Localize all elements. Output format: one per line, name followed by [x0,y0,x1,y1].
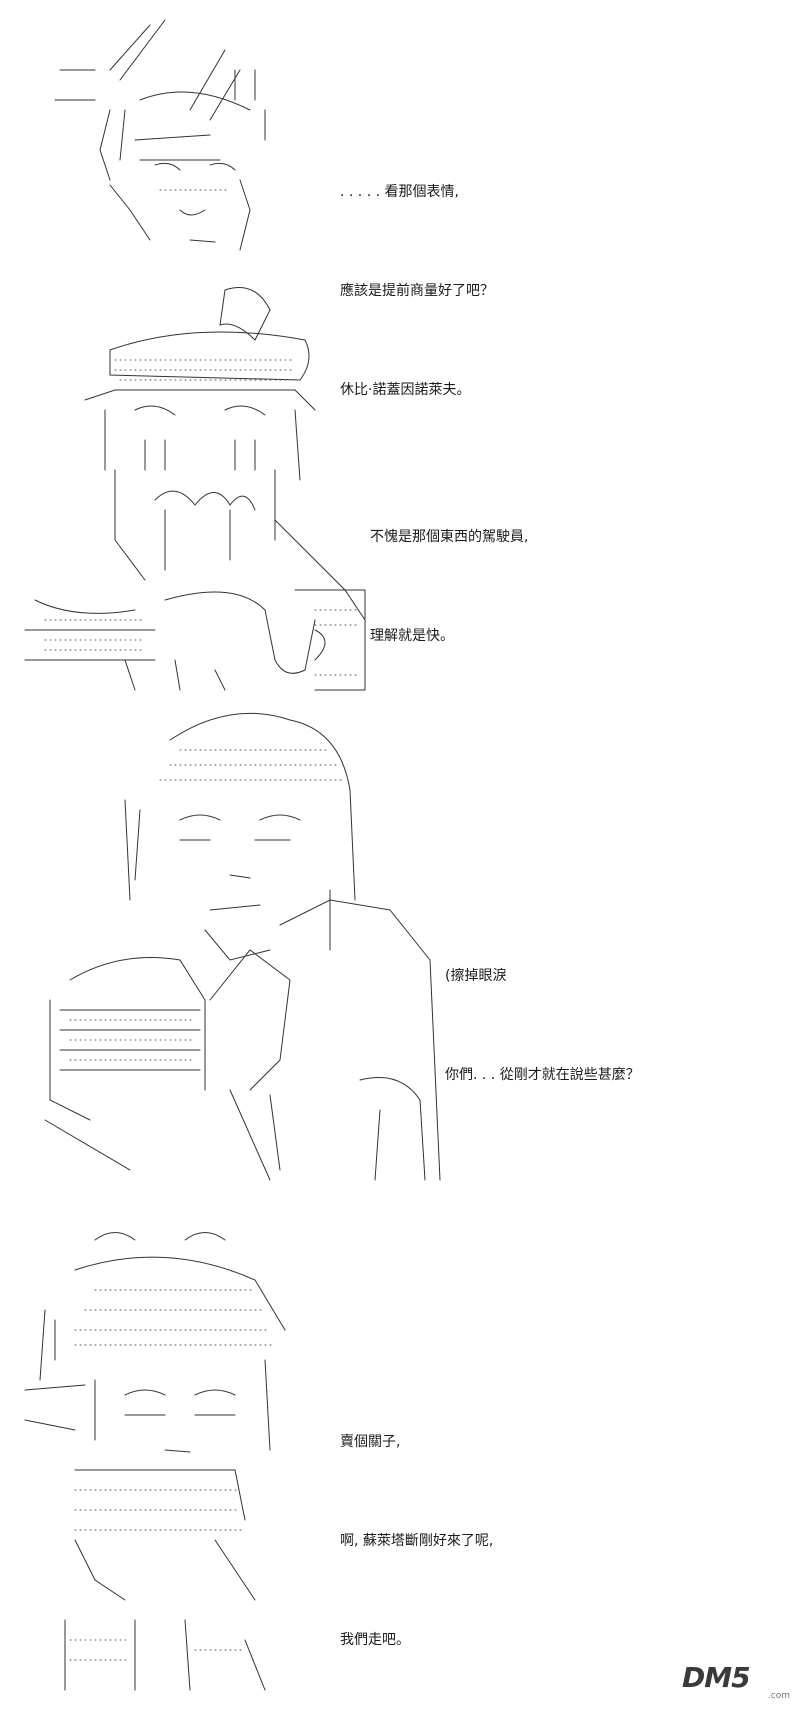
dialogue-line: 我們走吧。 [340,1632,410,1648]
panel-2: 不愧是那個東西的駕駛員, 理解就是快。 [0,280,800,700]
watermark: DM5 .com [682,1661,792,1701]
ascii-art-character-2 [15,280,385,700]
dialogue-line: 理解就是快。 [370,628,454,644]
dialogue-line: 賣個關子, [340,1434,401,1450]
ascii-art-character-4 [15,1220,315,1700]
dialogue-line: 休比·諾蓋因諾萊夫。 [340,382,471,398]
panel-4: 賣個關子, 啊, 蘇萊塔斷剛好來了呢, 我們走吧。 [0,1200,800,1705]
dialogue-line: 啊, 蘇萊塔斷剛好來了呢, [340,1533,494,1549]
dialogue-3: (擦掉眼淚 你們. . . 從剛才就在說些甚麼？ [445,894,640,1158]
dialogue-line: 你們. . . 從剛才就在說些甚麼？ [445,1067,640,1083]
dialogue-line: (擦掉眼淚 [445,968,507,984]
dialogue-line: 應該是提前商量好了吧？ [340,283,494,299]
watermark-logo: DM5 [682,1661,751,1694]
panel-1: . . . . . 看那個表情, 應該是提前商量好了吧？ 休比·諾蓋因諾萊夫。 [0,0,800,398]
dialogue-line: . . . . . 看那個表情, [340,184,459,200]
dialogue-line: 不愧是那個東西的駕駛員, [370,529,529,545]
ascii-art-character-1 [40,10,300,260]
ascii-art-character-3 [30,700,450,1200]
dialogue-2: 不愧是那個東西的駕駛員, 理解就是快。 [370,455,528,719]
watermark-domain: .com [767,1691,790,1701]
dialogue-1: . . . . . 看那個表情, 應該是提前商量好了吧？ 休比·諾蓋因諾萊夫。 [340,110,494,473]
dialogue-4: 賣個關子, 啊, 蘇萊塔斷剛好來了呢, 我們走吧。 [340,1360,493,1723]
panel-3: (擦掉眼淚 你們. . . 從剛才就在說些甚麼？ [0,700,800,1200]
